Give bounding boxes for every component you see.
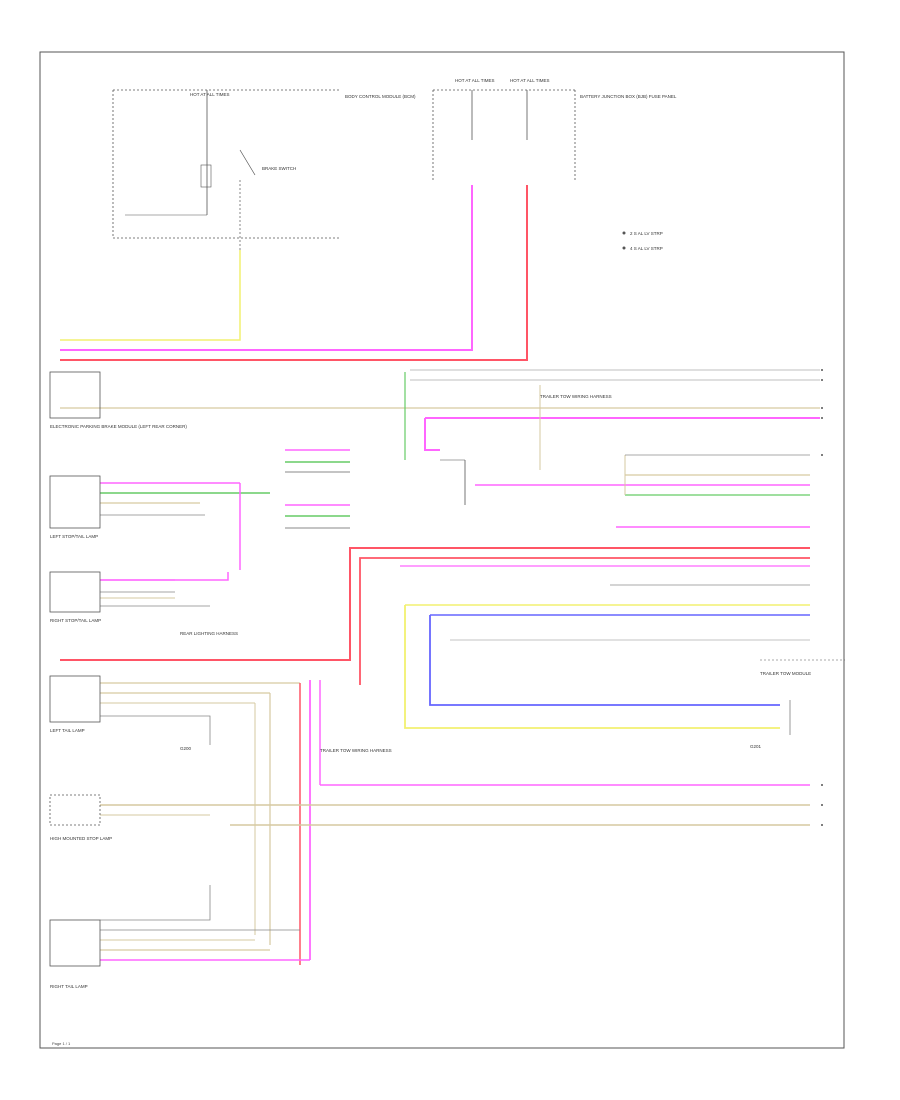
splice-note-label: REAR LIGHTING HARNESS: [180, 631, 238, 636]
wire-yellow-loop: [404, 605, 780, 729]
high-mount-box: [49, 794, 101, 826]
right-stop-tail-box: [49, 571, 101, 613]
legend-item-2: 4 S AL LV STRP: [630, 246, 663, 251]
bjb-box: HOT AT ALL TIMES HOT AT ALL TIMES BATTER…: [432, 78, 677, 182]
left-stop-tail-label: LEFT STOP/TAIL LAMP: [50, 534, 98, 539]
wire-blue-loop: [429, 615, 780, 706]
wire-red-main: [60, 185, 528, 361]
harness-a-label: TRAILER TOW WIRING HARNESS: [540, 394, 612, 399]
bcm-label: BODY CONTROL MODULE (BCM): [345, 94, 416, 99]
right-tail-label: RIGHT TAIL LAMP: [50, 984, 88, 989]
wire-pink-right: [424, 418, 440, 451]
wire-pink-cross: [359, 557, 810, 685]
left-tail-box: [49, 675, 101, 723]
component-boxes: ELECTRONIC PARKING BRAKE MODULE (LEFT RE…: [49, 371, 187, 989]
ground-left-label: G200: [180, 746, 192, 751]
terminal-dots: [821, 369, 823, 826]
trailer-module-label: TRAILER TOW MODULE: [760, 671, 811, 676]
brake-switch-label: BRAKE SWITCH: [262, 166, 296, 171]
right-stop-tail-label: RIGHT STOP/TAIL LAMP: [50, 618, 101, 623]
page-label: Page 1 / 1: [52, 1041, 71, 1046]
wire-yellow-top: [60, 250, 241, 341]
diagram-border: [39, 51, 845, 1049]
bjb-fuse-b-label: HOT AT ALL TIMES: [510, 78, 550, 83]
wires: [60, 185, 820, 965]
cp-module-box: [49, 371, 101, 419]
legend: 2 S AL LV STRP 4 S AL LV STRP: [622, 231, 663, 251]
legend-item-1: 2 S AL LV STRP: [630, 231, 663, 236]
trailer-module: TRAILER TOW MODULE G201: [750, 659, 845, 749]
right-tail-box: [49, 919, 101, 967]
bjb-label: BATTERY JUNCTION BOX (BJB) FUSE PANEL: [580, 94, 677, 99]
bjb-fuse-a-label: HOT AT ALL TIMES: [455, 78, 495, 83]
top-left-fuse-label: HOT AT ALL TIMES: [190, 92, 230, 97]
left-tail-label: LEFT TAIL LAMP: [50, 728, 85, 733]
bcm-box: HOT AT ALL TIMES BODY CONTROL MODULE (BC…: [112, 89, 416, 340]
harness-b-label: TRAILER TOW WIRING HARNESS: [320, 748, 392, 753]
ground-right-label: G201: [750, 744, 762, 749]
wire-red-cross: [60, 547, 810, 661]
high-mount-label: HIGH MOUNTED STOP LAMP: [50, 836, 112, 841]
left-stop-tail-box: [49, 475, 101, 529]
misc-labels: TRAILER TOW WIRING HARNESS TRAILER TOW W…: [52, 394, 612, 1046]
cp-module-label: ELECTRONIC PARKING BRAKE MODULE (LEFT RE…: [50, 424, 187, 429]
wire-pink-main: [60, 185, 473, 351]
